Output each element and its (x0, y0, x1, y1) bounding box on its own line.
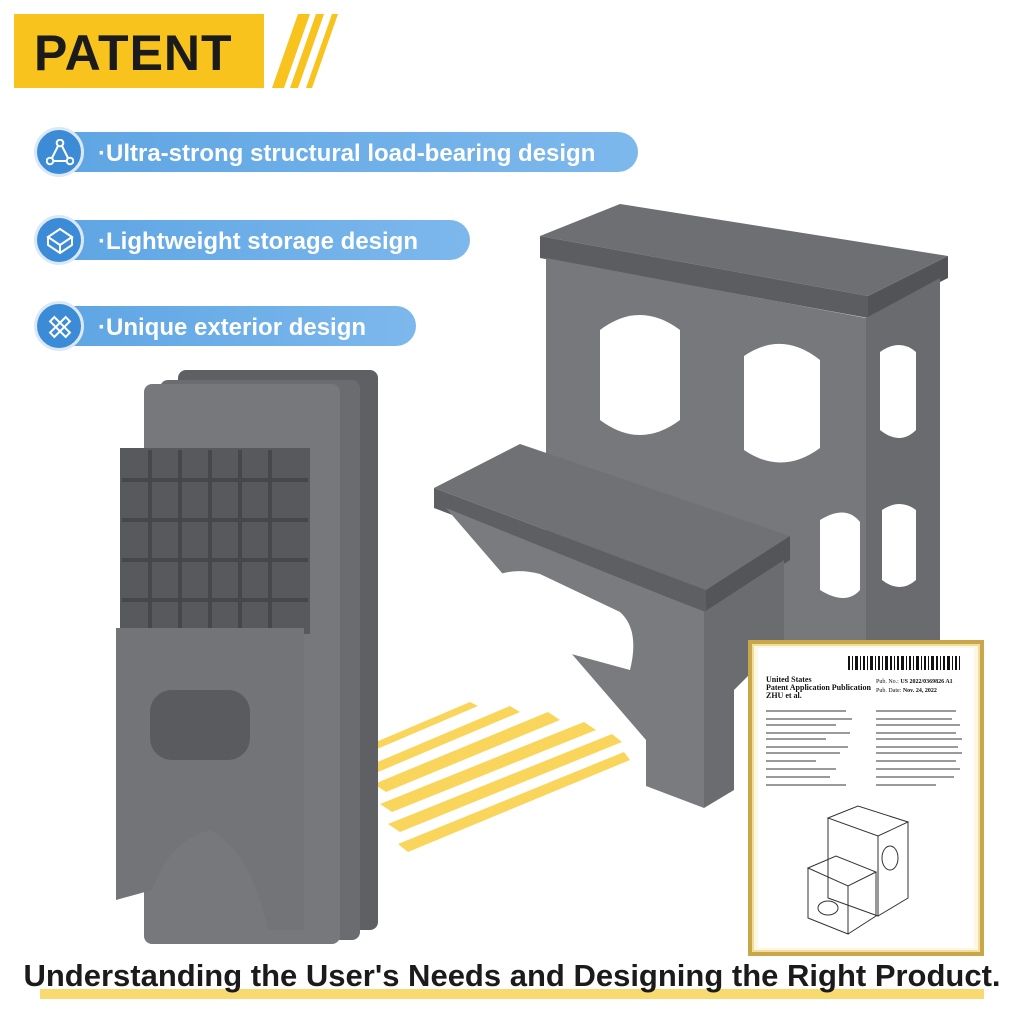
banner-title: PATENT (34, 25, 233, 81)
pub-date-label: Pub. Date: (876, 688, 902, 694)
feature-pill (72, 306, 416, 346)
patent-drawing (806, 805, 910, 935)
pub-no: US 2022/0369826 A1 (900, 679, 953, 685)
feature-text: ·Lightweight storage design (98, 228, 419, 255)
feature-text: ·Unique exterior design (98, 314, 367, 341)
barcode (848, 656, 960, 670)
certificate-header: United States Patent Application Publica… (766, 676, 871, 700)
motion-stripes (362, 702, 630, 852)
feature-pill (72, 132, 638, 172)
certificate-inventor: ZHU et al. (766, 691, 802, 700)
certificate-page: United States Patent Application Publica… (758, 648, 974, 948)
certificate-pub-info: Pub. No.: US 2022/0369826 A1 Pub. Date: … (876, 678, 953, 696)
folding-box-icon (34, 215, 84, 265)
feature-text: ·Ultra-strong structural load-bearing de… (98, 140, 596, 167)
pub-no-label: Pub. No.: (876, 679, 899, 685)
patent-banner (14, 14, 264, 88)
patent-certificate: United States Patent Application Publica… (748, 640, 984, 956)
banner-stripes (272, 14, 338, 88)
pub-date: Nov. 24, 2022 (902, 688, 937, 694)
ruler-pencil-icon (34, 301, 84, 351)
tagline-underline (40, 989, 984, 999)
triangle-nodes-icon (34, 127, 84, 177)
feature-pill (72, 220, 470, 260)
certificate-country: United States (766, 675, 812, 684)
low-step (434, 444, 790, 808)
folded-stool (116, 370, 378, 944)
tagline: Understanding the User's Needs and Desig… (23, 958, 1001, 993)
certificate-body-text (766, 710, 962, 786)
certificate-type: Patent Application Publication (766, 683, 871, 692)
